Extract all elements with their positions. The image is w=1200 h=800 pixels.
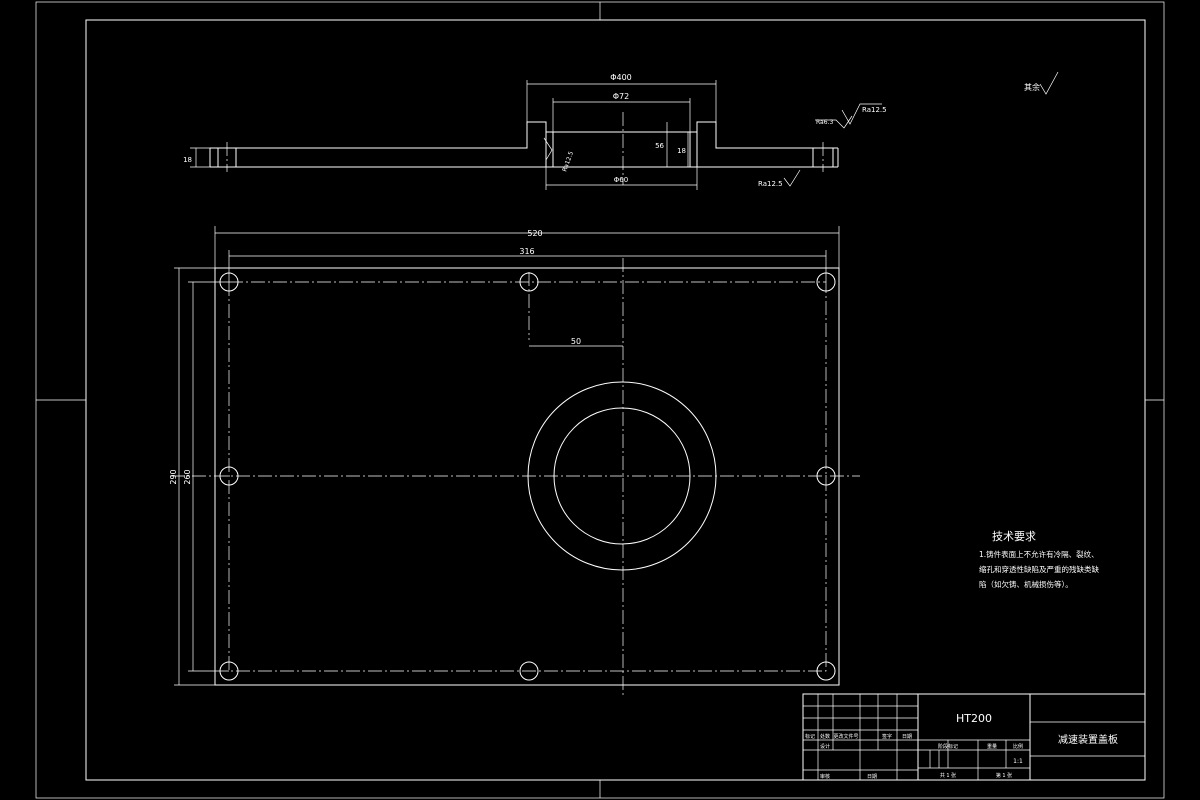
dim-bottom-dia: Φ60 [614,176,628,184]
roughness-symbol-other [1039,71,1059,95]
tech-req-title: 技术要求 [992,530,1036,543]
tb-label: 日期 [902,734,912,740]
roughness-label-2: Ra12.5 [758,180,783,188]
roughness-label-1: Ra12.5 [862,106,887,114]
tech-requirements: 技术要求 1.铸件表面上不允许有冷隔、裂纹、 缩孔和穿透性缺陷及严重的残缺类缺 … [979,530,1099,589]
bolt-line-rect [228,281,827,672]
bolt-hole [219,466,239,486]
tb-label: 处数 [820,733,830,740]
plan-view [170,226,860,695]
tb-scale-header: 比例 [1013,743,1023,750]
roughness-symbol-1 [841,103,882,125]
dim-boss-inner: 18 [677,147,686,155]
plan-dim-labels: 520 316 50 290 260 [169,229,581,485]
section-view [190,71,1059,190]
tech-req-line: 陷（如欠铸、机械损伤等）。 [979,579,1073,589]
left-plate-section [235,121,547,168]
dim-hole-spacing-y: 260 [183,469,192,484]
tb-scale: 1:1 [1013,758,1023,765]
material-label: HT200 [956,712,992,725]
tb-date: 日期 [867,774,877,780]
sheet-border [35,1,1165,799]
dim-outer-dia: Φ400 [610,73,632,82]
section-dim-labels: Φ400 Φ72 Φ60 18 56 18 Ra12.5 Ra12.5 Ra6.… [183,73,1040,188]
drawing-frame [85,19,1146,781]
bolt-hole [519,661,539,681]
tb-weight: 重量 [987,743,997,750]
bolt-holes [219,272,836,681]
tb-sheet-num: 第 1 张 [996,772,1012,779]
tb-designer: 设计 [820,743,830,750]
roughness-label-4: Ra12.5 [561,150,575,172]
tech-req-line: 缩孔和穿透性缺陷及严重的残缺类缺 [979,564,1099,574]
roughness-label-3: Ra6.3 [816,119,833,126]
bolt-hole [816,466,836,486]
plate-outline [214,267,840,686]
tech-req-line: 1.铸件表面上不允许有冷隔、裂纹、 [979,549,1099,559]
roughness-symbol-4 [815,115,853,129]
centering-marks [36,2,1164,798]
dim-boss-height: 56 [655,142,664,150]
boss-inner-circle [553,407,691,545]
roughness-symbol-2 [783,169,801,187]
title-block [802,693,1146,781]
tb-sheet-total: 共 1 张 [940,772,956,779]
title-block-text: HT200 减速装置盖板 标记 处数 更改文件号 签字 日期 设计 审核 阶段标… [805,712,1118,780]
bolt-hole [519,272,539,292]
boss-outer-circle [527,381,717,571]
right-plate-section [696,121,814,168]
surface-finish-note: 其余 [1024,82,1040,92]
dim-inner-dia: Φ72 [613,92,629,101]
dim-center-offset: 50 [571,337,581,346]
dim-overall-width: 520 [527,229,542,238]
dim-overall-height: 290 [169,469,178,484]
tb-check: 审核 [820,773,830,780]
tb-stage: 阶段标记 [938,743,958,750]
tb-label: 标记 [805,733,815,740]
tb-label: 签字 [882,733,892,740]
tb-label: 更改文件号 [833,733,858,740]
dim-plate-thickness: 18 [183,156,192,164]
dim-hole-spacing-x: 316 [519,247,534,256]
part-name-label: 减速装置盖板 [1058,733,1118,746]
bolt-hole [816,661,836,681]
roughness-symbol-3 [543,137,553,161]
